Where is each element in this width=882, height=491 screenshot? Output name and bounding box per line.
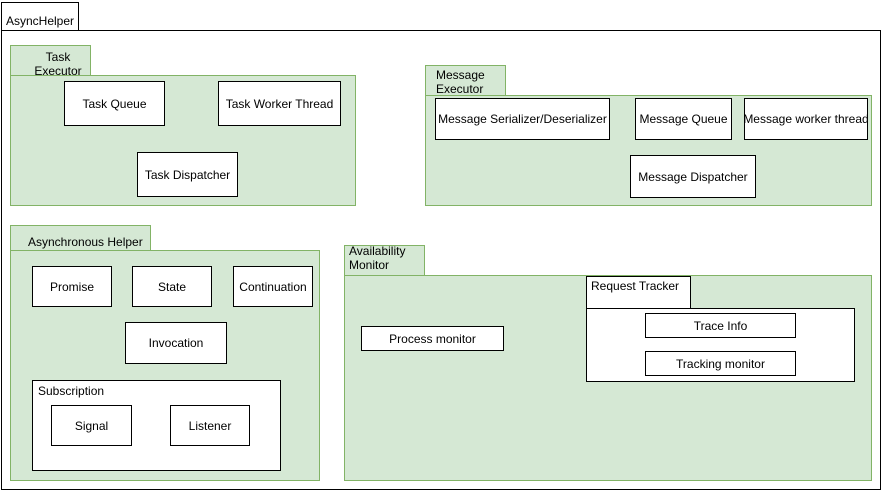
request-tracker-title: Request Tracker	[591, 279, 680, 293]
message-queue-box: Message Queue	[635, 98, 732, 140]
asynchronous-helper-title: Asynchronous Helper	[28, 235, 143, 249]
trace-info-box: Trace Info	[645, 313, 796, 338]
listener-box: Listener	[170, 405, 250, 446]
message-executor-title: Message Executor	[436, 68, 485, 96]
state-box: State	[132, 266, 212, 307]
tracking-monitor-box: Tracking monitor	[645, 351, 796, 376]
promise-box: Promise	[32, 266, 112, 307]
signal-box: Signal	[51, 405, 132, 446]
asynchronous-helper-tab	[10, 225, 151, 251]
continuation-box: Continuation	[233, 266, 313, 307]
request-tracker-tab	[586, 276, 691, 309]
asynchelper-title: AsyncHelper	[6, 14, 75, 28]
subscription-title: Subscription	[38, 384, 105, 398]
message-dispatcher-box: Message Dispatcher	[630, 155, 756, 198]
task-queue-box: Task Queue	[64, 81, 165, 126]
availability-monitor-title: Availability Monitor	[349, 244, 406, 272]
process-monitor-box: Process monitor	[361, 326, 504, 351]
message-serializer-box: Message Serializer/Deserializer	[435, 98, 610, 140]
message-worker-thread-box: Message worker thread	[743, 98, 869, 140]
task-dispatcher-box: Task Dispatcher	[137, 152, 238, 197]
invocation-box: Invocation	[125, 322, 227, 364]
task-executor-title: Task Executor	[34, 50, 82, 78]
task-worker-thread-box: Task Worker Thread	[218, 81, 341, 126]
